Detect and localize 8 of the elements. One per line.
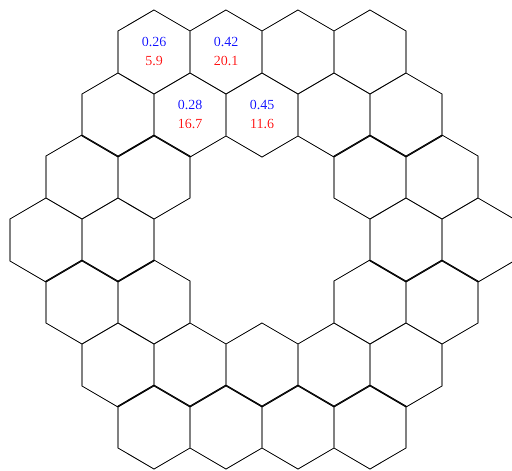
probability-value: 0.28 [178,97,202,115]
probability-value: 0.42 [214,34,238,52]
count-value: 11.6 [250,116,274,134]
count-value: 20.1 [214,53,238,71]
count-value: 5.9 [145,53,163,71]
count-value: 16.7 [178,116,202,134]
probability-value: 0.45 [250,97,274,115]
probability-value: 0.26 [142,34,166,52]
